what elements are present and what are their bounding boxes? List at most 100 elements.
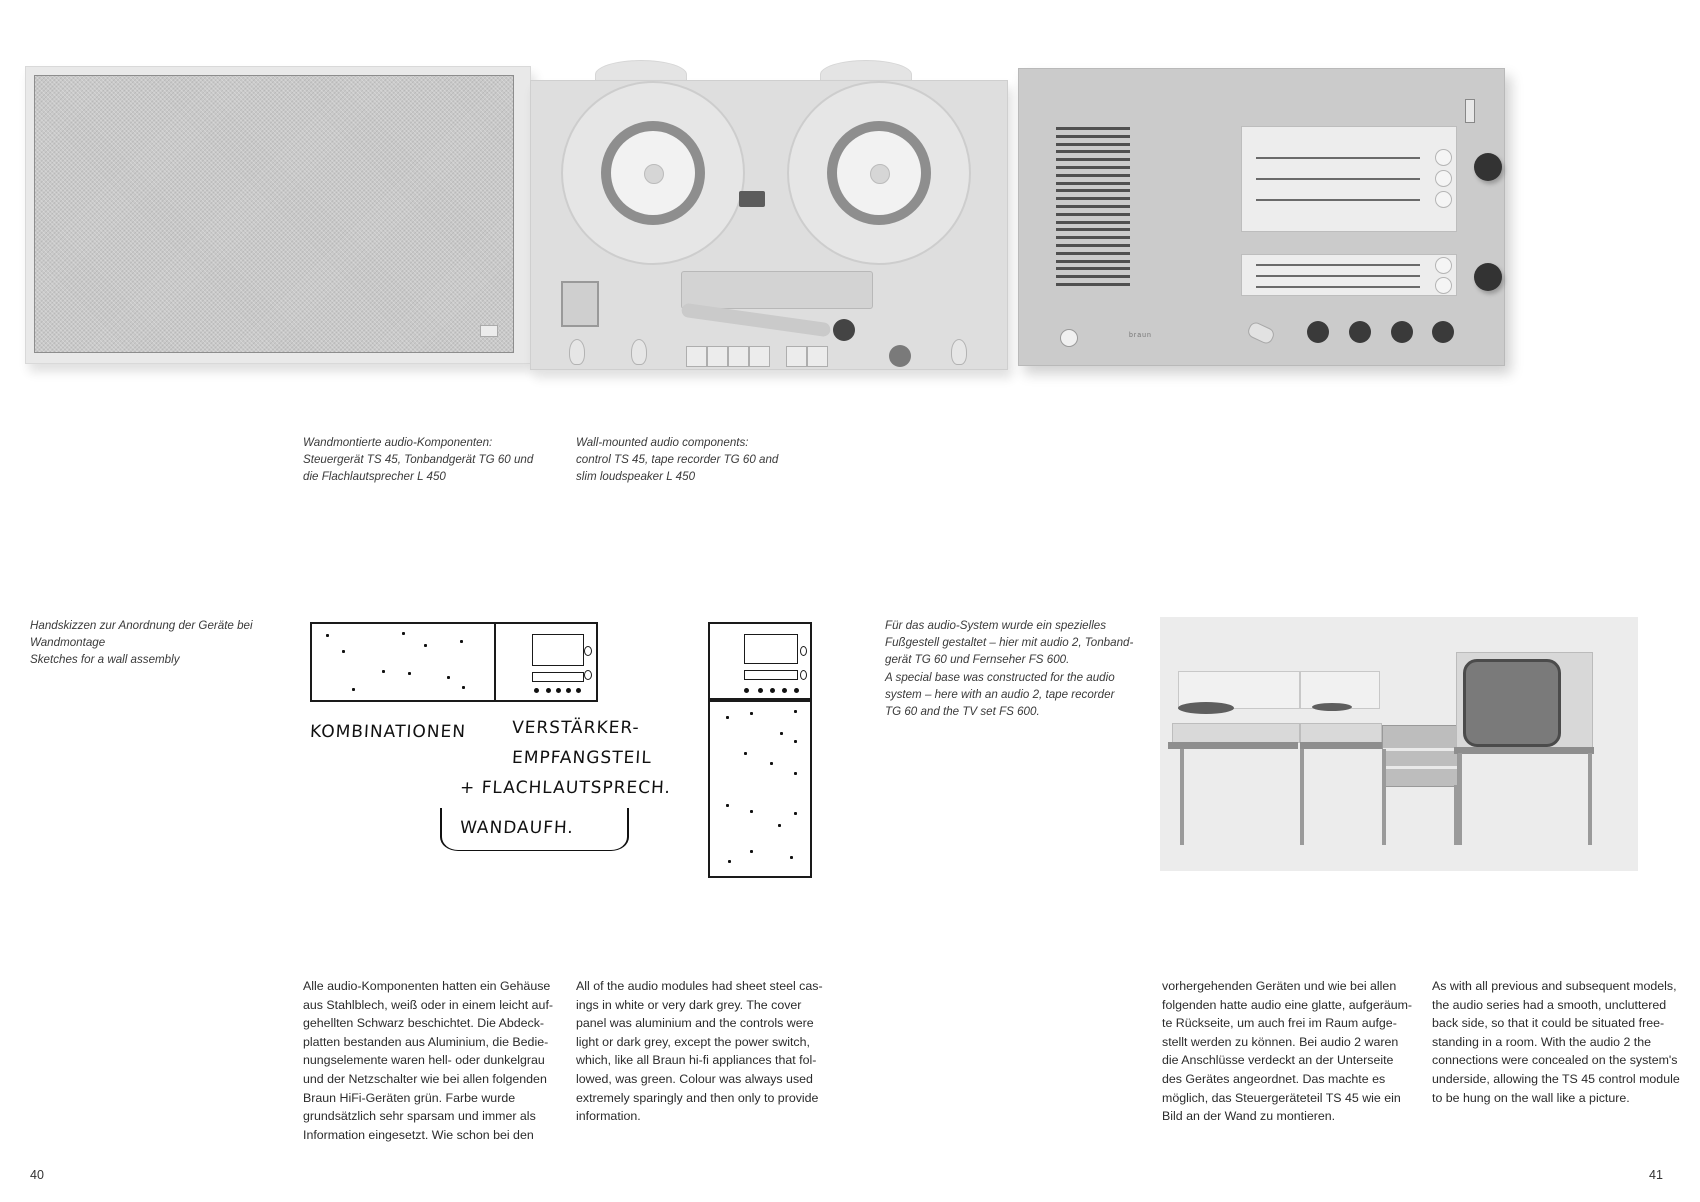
text-line: möglich, das Steuergeräteteil TS 45 wie … (1162, 1090, 1401, 1105)
body-column-german-2: vorhergehenden Geräten und wie bei allen… (1162, 977, 1432, 1126)
audio-stand-photo (1160, 617, 1638, 871)
volume-dial-icon (889, 345, 911, 367)
text-line: which, like all Braun hi-fi appliances t… (576, 1053, 817, 1068)
tv-screen (1463, 659, 1561, 747)
text-line: light or dark grey, except the power swi… (576, 1034, 810, 1049)
tv-fs600 (1456, 652, 1593, 748)
transport-key (807, 346, 828, 367)
page-number-left: 40 (30, 1168, 44, 1182)
sketch-text-flachlautsprecher: + FLACHLAUTSPRECH. (459, 778, 672, 798)
body-column-german-1: Alle audio-Komponenten hatten ein Gehäus… (303, 977, 573, 1144)
tg60-unit (1300, 723, 1382, 743)
control-knob-icon (1307, 321, 1329, 343)
stand-leg (1382, 749, 1386, 845)
text-line: Bild an der Wand zu montieren. (1162, 1109, 1336, 1124)
caption-line: Wandmontage (30, 636, 106, 650)
record-icon (1178, 702, 1234, 714)
body-column-english-1: All of the audio modules had sheet steel… (576, 977, 846, 1126)
capstan-icon (833, 319, 855, 341)
wall-mounted-audio-photo: braun (25, 60, 1505, 375)
transport-key (686, 346, 707, 367)
text-line: und der Netzschalter wie bei allen folge… (303, 1071, 547, 1086)
text-line: underside, allowing the TS 45 control mo… (1432, 1071, 1680, 1086)
text-line: stellt werden zu können. Bei audio 2 war… (1162, 1034, 1399, 1049)
transport-key (749, 346, 770, 367)
caption-sketches: Handskizzen zur Anordnung der Geräte bei… (30, 617, 253, 669)
band-button (1435, 149, 1452, 166)
caption-line: Wall-mounted audio components: (576, 436, 749, 449)
text-line: ings in white or very dark grey. The cov… (576, 997, 802, 1012)
sketch-text-empfangsteil: EMPFANGSTEIL (511, 748, 653, 768)
caption-stand: Für das audio-System wurde ein spezielle… (885, 617, 1133, 720)
sketch-control-box (494, 622, 598, 702)
caption-line: Für das audio-System wurde ein spezielle… (885, 619, 1107, 632)
text-line: die Anschlüsse verdeckt an der Unterseit… (1162, 1053, 1394, 1068)
stand-leg (1458, 753, 1462, 845)
text-line: connections were concealed on the system… (1432, 1053, 1678, 1068)
hand-sketch: KOMBINATIONEN VERSTÄRKER- EMPFANGSTEIL +… (300, 618, 840, 890)
caption-line: Handskizzen zur Anordnung der Geräte bei (30, 619, 253, 632)
control-unit-ts45: braun (1018, 68, 1505, 366)
caption-english-top: Wall-mounted audio components: control T… (576, 434, 778, 486)
text-line: te Rückseite, um auch frei im Raum aufge… (1162, 1016, 1397, 1031)
text-line: Information eingesetzt. Wie schon bei de… (303, 1127, 534, 1142)
band-button (1435, 170, 1452, 187)
level-meter (561, 281, 599, 327)
control-knob-icon (1391, 321, 1413, 343)
reel-knob (644, 164, 664, 184)
caption-line: Wandmontierte audio-Komponenten: (303, 436, 493, 449)
stand-leg (1454, 785, 1458, 845)
tuning-scale (1241, 126, 1457, 232)
lever-knob (569, 339, 585, 365)
caption-line: TG 60 and the TV set FS 600. (885, 705, 1040, 719)
caption-line: slim loudspeaker L 450 (576, 470, 696, 484)
text-line: gehellten Schwarz beschichtet. Die Abdec… (303, 1016, 545, 1031)
caption-line: Sketches for a wall assembly (30, 653, 180, 667)
text-line: standing in a room. With the audio 2 the (1432, 1034, 1652, 1049)
text-line: nungselemente waren hell- oder dunkelgra… (303, 1053, 545, 1068)
stand-rail (1300, 742, 1382, 749)
caption-line: gerät TG 60 und Fernseher FS 600. (885, 653, 1070, 667)
input-selector-icon (1245, 320, 1277, 346)
text-line: All of the audio modules had sheet steel… (576, 979, 823, 993)
lever-knob (631, 339, 647, 365)
tape-recorder-panel (530, 80, 1008, 370)
text-line: Braun HiFi-Geräten grün. Farbe wurde (303, 1090, 516, 1105)
stand-rail (1168, 742, 1298, 749)
sketch-text-verstaerker: VERSTÄRKER- (511, 718, 641, 738)
braun-logo-icon (480, 325, 498, 337)
head-cover (681, 271, 873, 309)
caption-line: Steuergerät TS 45, Tonbandgerät TG 60 un… (303, 453, 534, 467)
caption-line: Fußgestell gestaltet – hier mit audio 2,… (885, 636, 1134, 650)
power-switch-icon (1060, 329, 1078, 347)
reel-left-icon (561, 81, 745, 265)
caption-line: die Flachlautsprecher L 450 (303, 470, 446, 484)
stand-leg (1300, 749, 1304, 845)
speaker-l450 (25, 66, 531, 364)
text-line: the audio series had a smooth, unclutter… (1432, 997, 1667, 1012)
text-line: vorhergehenden Geräten und wie bei allen (1162, 979, 1397, 993)
sketch-speaker-box-vertical (708, 698, 812, 878)
tape-counter (739, 191, 765, 207)
tuning-knob-icon (1474, 153, 1502, 181)
stand-leg (1180, 749, 1184, 845)
control-knob-icon (1432, 321, 1454, 343)
text-line: folgenden hatte audio eine glatte, aufge… (1162, 997, 1413, 1012)
sketch-text-kombinationen: KOMBINATIONEN (309, 722, 467, 742)
text-line: information. (576, 1109, 641, 1124)
band-button (1435, 257, 1452, 274)
page-number-right: 41 (1649, 1168, 1663, 1182)
sketch-control-box-vertical (708, 622, 812, 702)
caption-line: system – here with an audio 2, tape reco… (885, 687, 1115, 701)
caption-german-top: Wandmontierte audio-Komponenten: Steuerg… (303, 434, 533, 486)
text-line: extremely sparingly and then only to pro… (576, 1090, 819, 1105)
reel-knob (870, 164, 890, 184)
text-line: platten bestanden aus Aluminium, die Bed… (303, 1034, 549, 1049)
sketch-parenthesis (440, 808, 629, 851)
text-line: aus Stahlblech, weiß oder in einem leich… (303, 997, 554, 1012)
body-column-english-2: As with all previous and subsequent mode… (1432, 977, 1700, 1107)
audio2-unit (1172, 723, 1300, 743)
station-indicator (1465, 99, 1475, 123)
band-button (1435, 277, 1452, 294)
speaker-grille (34, 75, 514, 353)
